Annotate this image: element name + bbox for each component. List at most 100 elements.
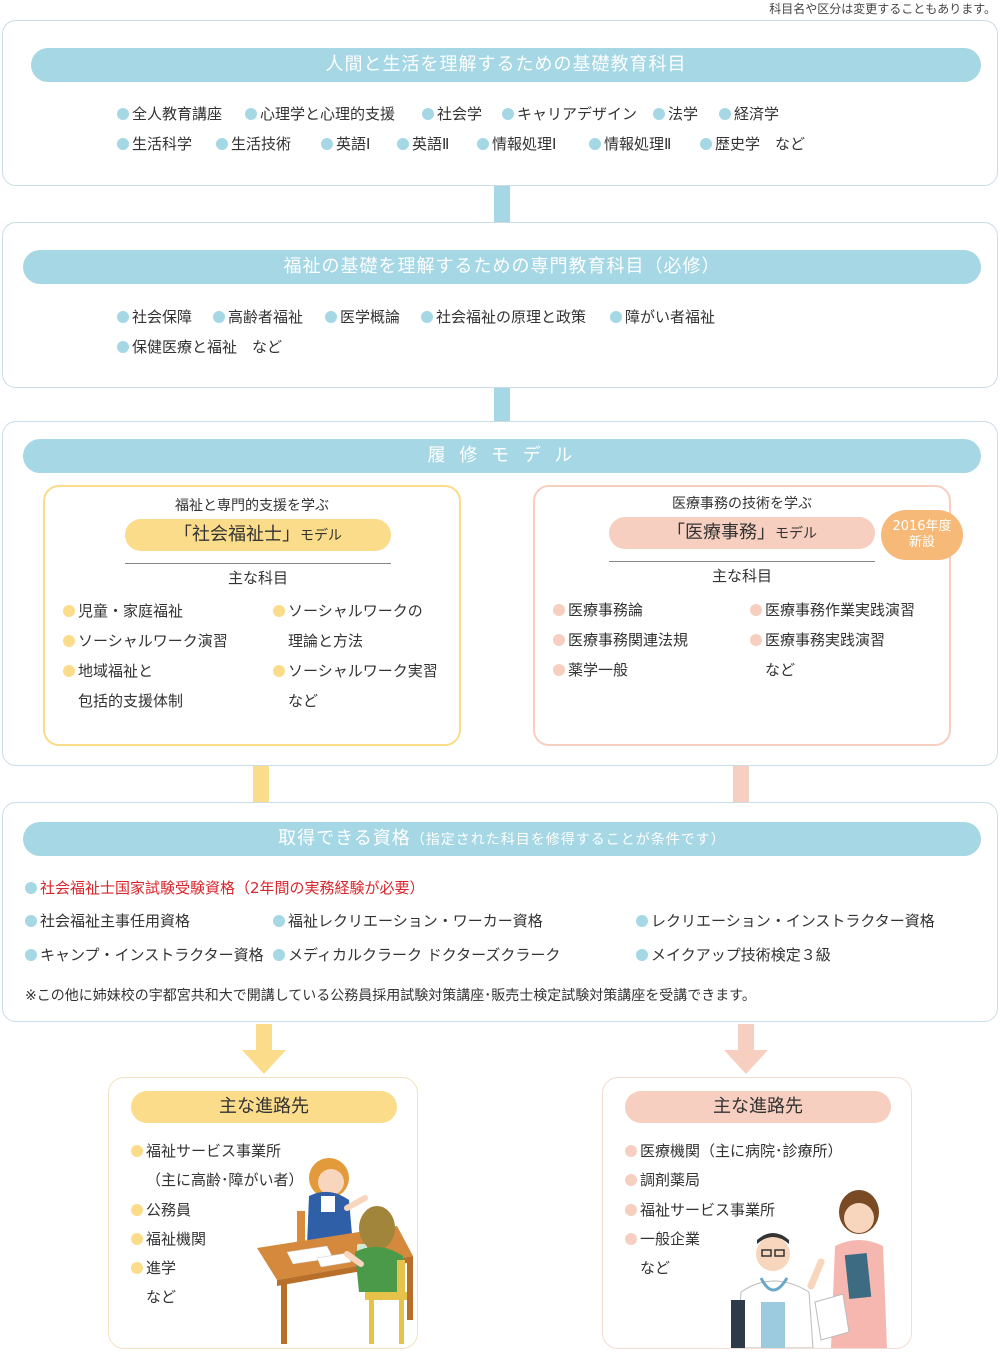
bullet-icon <box>25 949 37 961</box>
list-item: 障がい者福祉 <box>610 308 715 326</box>
connector <box>494 186 510 222</box>
list-item: 医療機関（主に病院･診療所） <box>625 1142 843 1160</box>
careers-medical-title: 主な進路先 <box>625 1091 891 1123</box>
list-item: ソーシャルワークの <box>273 602 423 620</box>
footnote: ※この他に姉妹校の宇都宮共和大で開講している公務員採用試験対策講座･販売士検定試… <box>25 988 756 1004</box>
bullet-icon <box>117 138 129 150</box>
bullet-icon <box>502 108 514 120</box>
bullet-icon <box>63 635 75 647</box>
bullet-icon <box>750 604 762 616</box>
bullet-icon <box>636 915 648 927</box>
list-item: 医療事務実践演習 <box>750 631 885 649</box>
bullet-icon <box>117 341 129 353</box>
list-item: メイクアップ技術検定３級 <box>636 946 831 964</box>
list-item: 児童・家庭福祉 <box>63 602 183 620</box>
list-item: 薬学一般 <box>553 661 628 679</box>
bullet-icon <box>610 311 622 323</box>
bullet-icon <box>273 915 285 927</box>
list-item: キャンプ・インストラクター資格 <box>25 946 264 964</box>
list-item: 保健医療と福祉 など <box>117 338 282 356</box>
list-item: レクリエーション・インストラクター資格 <box>636 912 935 930</box>
list-item: 福祉機関 <box>131 1230 206 1248</box>
bullet-icon <box>131 1204 143 1216</box>
list-item: 生活科学 <box>117 135 192 153</box>
arrow-down-icon <box>242 1024 286 1074</box>
list-item: 福祉サービス事業所 <box>131 1142 281 1160</box>
bullet-icon <box>625 1204 637 1216</box>
connector <box>253 766 269 802</box>
medical-model-name: 「医療事務」モデル <box>609 517 875 549</box>
list-item: 医療事務論 <box>553 601 643 619</box>
medical-model-lead: 医療事務の技術を学ぶ <box>672 496 812 512</box>
list-item: 生活技術 <box>216 135 291 153</box>
doctor-nurse-illustration <box>731 1190 887 1348</box>
bullet-icon <box>700 138 712 150</box>
careers-medical-card: 主な進路先 医療機関（主に病院･診療所） 調剤薬局 福祉サービス事業所 一般企業… <box>602 1077 912 1349</box>
bullet-icon <box>636 949 648 961</box>
bullet-icon <box>63 605 75 617</box>
bullet-icon <box>273 665 285 677</box>
list-item: ソーシャルワーク演習 <box>63 632 228 650</box>
list-item: 経済学 <box>719 105 779 123</box>
list-item: 英語Ⅱ <box>397 135 449 153</box>
list-item: 調剤薬局 <box>625 1171 700 1189</box>
bullet-icon <box>719 108 731 120</box>
bullet-icon <box>625 1233 637 1245</box>
bullet-icon <box>625 1145 637 1157</box>
specialized-title: 福祉の基礎を理解するための専門教育科目（必修） <box>23 250 981 284</box>
list-item: 社会福祉の原理と政策 <box>421 308 586 326</box>
bullet-icon <box>321 138 333 150</box>
bullet-icon <box>477 138 489 150</box>
list-item: 高齢者福祉 <box>213 308 303 326</box>
basic-education-section: 人間と生活を理解するための基礎教育科目 全人教育講座 心理学と心理的支援 社会学… <box>2 20 998 186</box>
list-item: 医療事務関連法規 <box>553 631 688 649</box>
bullet-icon <box>25 915 37 927</box>
list-item: 福祉サービス事業所 <box>625 1201 775 1219</box>
bullet-icon <box>553 664 565 676</box>
bullet-icon <box>625 1174 637 1186</box>
qualifications-title: 取得できる資格（指定された科目を修得することが条件です） <box>23 822 981 856</box>
bullet-icon <box>273 949 285 961</box>
list-item: など <box>640 1259 671 1277</box>
list-item: 公務員 <box>131 1201 191 1219</box>
arrow-down-icon <box>724 1024 768 1074</box>
list-item: 社会学 <box>422 105 482 123</box>
new-badge: 2016年度新設 <box>881 510 963 560</box>
careers-welfare-title: 主な進路先 <box>131 1091 397 1123</box>
subjects-heading: 主な科目 <box>711 567 772 585</box>
welfare-model-name: 「社会福祉士」モデル <box>125 519 391 551</box>
model-section: 履 修 モ デ ル 福祉と専門的支援を学ぶ 「社会福祉士」モデル 主な科目 児童… <box>2 421 998 766</box>
list-item: 心理学と心理的支援 <box>245 105 395 123</box>
bullet-icon <box>25 882 37 894</box>
list-item: 福祉レクリエーション・ワーカー資格 <box>273 912 543 930</box>
bullet-icon <box>589 138 601 150</box>
highlight-qualification: 社会福祉士国家試験受験資格（2年間の実務経験が必要） <box>25 879 425 897</box>
bullet-icon <box>216 138 228 150</box>
basic-education-title: 人間と生活を理解するための基礎教育科目 <box>31 48 981 82</box>
bullet-icon <box>397 138 409 150</box>
specialized-section: 福祉の基礎を理解するための専門教育科目（必修） 社会保障 高齢者福祉 医学概論 … <box>2 222 998 388</box>
list-item: 情報処理Ⅱ <box>589 135 671 153</box>
bullet-icon <box>422 108 434 120</box>
consultation-illustration <box>257 1158 413 1344</box>
list-item: 社会福祉主事任用資格 <box>25 912 190 930</box>
qualifications-section: 取得できる資格（指定された科目を修得することが条件です） 社会福祉士国家試験受験… <box>2 802 998 1022</box>
bullet-icon <box>131 1262 143 1274</box>
list-item: 法学 <box>653 105 698 123</box>
top-note: 科目名や区分は変更することもあります。 <box>769 2 996 16</box>
list-item: 情報処理Ⅰ <box>477 135 556 153</box>
bullet-icon <box>421 311 433 323</box>
list-item: 全人教育講座 <box>117 105 222 123</box>
bullet-icon <box>131 1233 143 1245</box>
connector <box>733 766 749 802</box>
list-item: 医療事務作業実践演習 <box>750 601 915 619</box>
list-item: 社会保障 <box>117 308 192 326</box>
bullet-icon <box>213 311 225 323</box>
list-item: など <box>765 661 796 679</box>
list-item: 一般企業 <box>625 1230 700 1248</box>
welfare-model-lead: 福祉と専門的支援を学ぶ <box>175 498 329 514</box>
list-item: ソーシャルワーク実習 <box>273 662 438 680</box>
bullet-icon <box>131 1145 143 1157</box>
model-title: 履 修 モ デ ル <box>23 439 981 473</box>
bullet-icon <box>553 604 565 616</box>
